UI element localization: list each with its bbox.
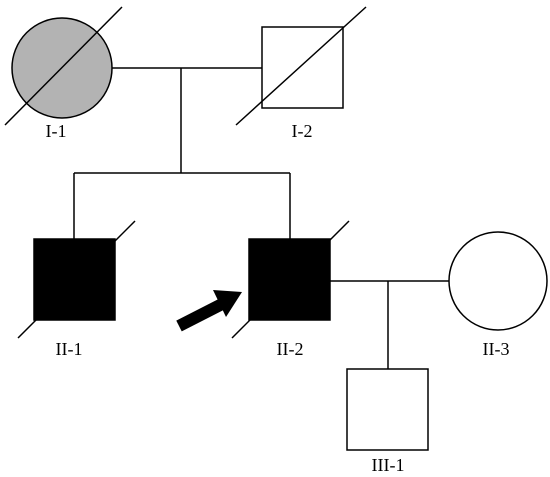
male-symbol: [346, 368, 429, 451]
individual-III-1[interactable]: [346, 368, 429, 451]
deceased-slash: [231, 220, 350, 339]
label-I-1: I-1: [45, 121, 67, 141]
individual-II-3[interactable]: [448, 231, 548, 331]
male-symbol: [33, 238, 116, 321]
label-I-2: I-2: [291, 121, 313, 141]
individual-I-1[interactable]: [4, 6, 123, 126]
deceased-slash: [17, 220, 136, 339]
individual-II-2[interactable]: [231, 220, 350, 339]
label-III-1: III-1: [371, 455, 405, 475]
relationship-lines: [73, 67, 449, 369]
individual-II-1[interactable]: [17, 220, 136, 339]
deceased-slash: [235, 6, 367, 126]
label-II-3: II-3: [482, 339, 510, 359]
label-II-2: II-2: [276, 339, 304, 359]
arrow-right-up-icon: [176, 290, 242, 332]
deceased-slash: [4, 6, 123, 126]
label-II-1: II-1: [55, 339, 83, 359]
individual-I-2[interactable]: [235, 6, 367, 126]
female-symbol: [448, 231, 548, 331]
